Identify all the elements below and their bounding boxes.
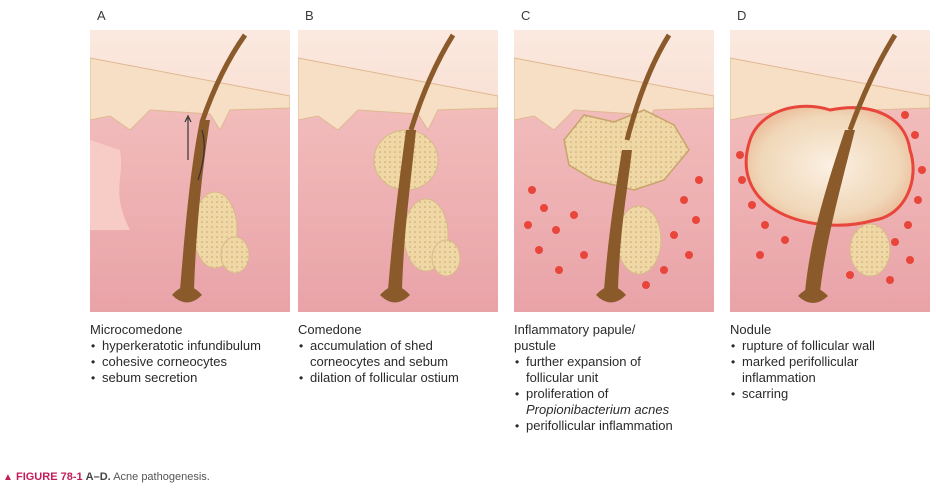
caption-c-title: Inflammatory papule/ pustule — [514, 322, 654, 354]
panel-c-letter: C — [521, 8, 530, 23]
caption-a-bullet: cohesive corneocytes — [90, 354, 290, 370]
panel-c-illustration — [514, 30, 714, 312]
panel-b-illustration — [298, 30, 498, 312]
caption-c-list: further expansion of follicular unit pro… — [514, 354, 724, 434]
triangle-icon: ▲ — [3, 472, 13, 483]
caption-c-bullet-text: proliferation of — [526, 386, 608, 401]
caption-c-bullet: proliferation of Propionibacterium acnes — [514, 386, 724, 418]
caption-d-bullet: marked perifollicular inflammation — [730, 354, 892, 386]
caption-d-bullet: rupture of follicular wall — [730, 338, 936, 354]
panel-a-letter: A — [97, 8, 106, 23]
caption-a-list: hyperkeratotic infundibulum cohesive cor… — [90, 338, 290, 386]
caption-b-bullet: dilation of follicular ostium — [298, 370, 470, 386]
caption-a-title: Microcomedone — [90, 322, 290, 338]
figure-label: FIGURE 78-1 — [16, 471, 83, 483]
caption-b-list: accumulation of shed corneocytes and seb… — [298, 338, 498, 386]
panel-d-illustration — [730, 30, 930, 312]
caption-b-bullet: accumulation of shed corneocytes and seb… — [298, 338, 460, 370]
caption-d-bullet: scarring — [730, 386, 936, 402]
sebaceous-gland — [617, 206, 661, 274]
caption-d-list: rupture of follicular wall marked perifo… — [730, 338, 936, 402]
sebaceous-gland — [850, 224, 890, 276]
caption-b-title: Comedone — [298, 322, 498, 338]
caption-c-bullet: further expansion of follicular unit — [514, 354, 666, 386]
panel-b-letter: B — [305, 8, 314, 23]
sebaceous-gland-lobe — [221, 237, 249, 273]
panel-a-illustration — [90, 30, 290, 312]
caption-a: Microcomedone hyperkeratotic infundibulu… — [90, 322, 290, 386]
caption-c: Inflammatory papule/ pustule further exp… — [514, 322, 724, 434]
caption-b: Comedone accumulation of shed corneocyte… — [298, 322, 498, 386]
caption-a-bullet: sebum secretion — [90, 370, 290, 386]
figure-text: Acne pathogenesis. — [113, 471, 210, 483]
caption-d-title: Nodule — [730, 322, 936, 338]
figure-range: A–D. — [86, 471, 111, 483]
caption-c-organism: Propionibacterium acnes — [526, 402, 669, 417]
caption-a-bullet: hyperkeratotic infundibulum — [90, 338, 290, 354]
panel-d-letter: D — [737, 8, 746, 23]
figure-caption: ▲ FIGURE 78-1 A–D. Acne pathogenesis. — [3, 471, 210, 483]
caption-d: Nodule rupture of follicular wall marked… — [730, 322, 936, 402]
caption-c-bullet: perifollicular inflammation — [514, 418, 724, 434]
sebaceous-gland-lobe — [432, 240, 460, 276]
